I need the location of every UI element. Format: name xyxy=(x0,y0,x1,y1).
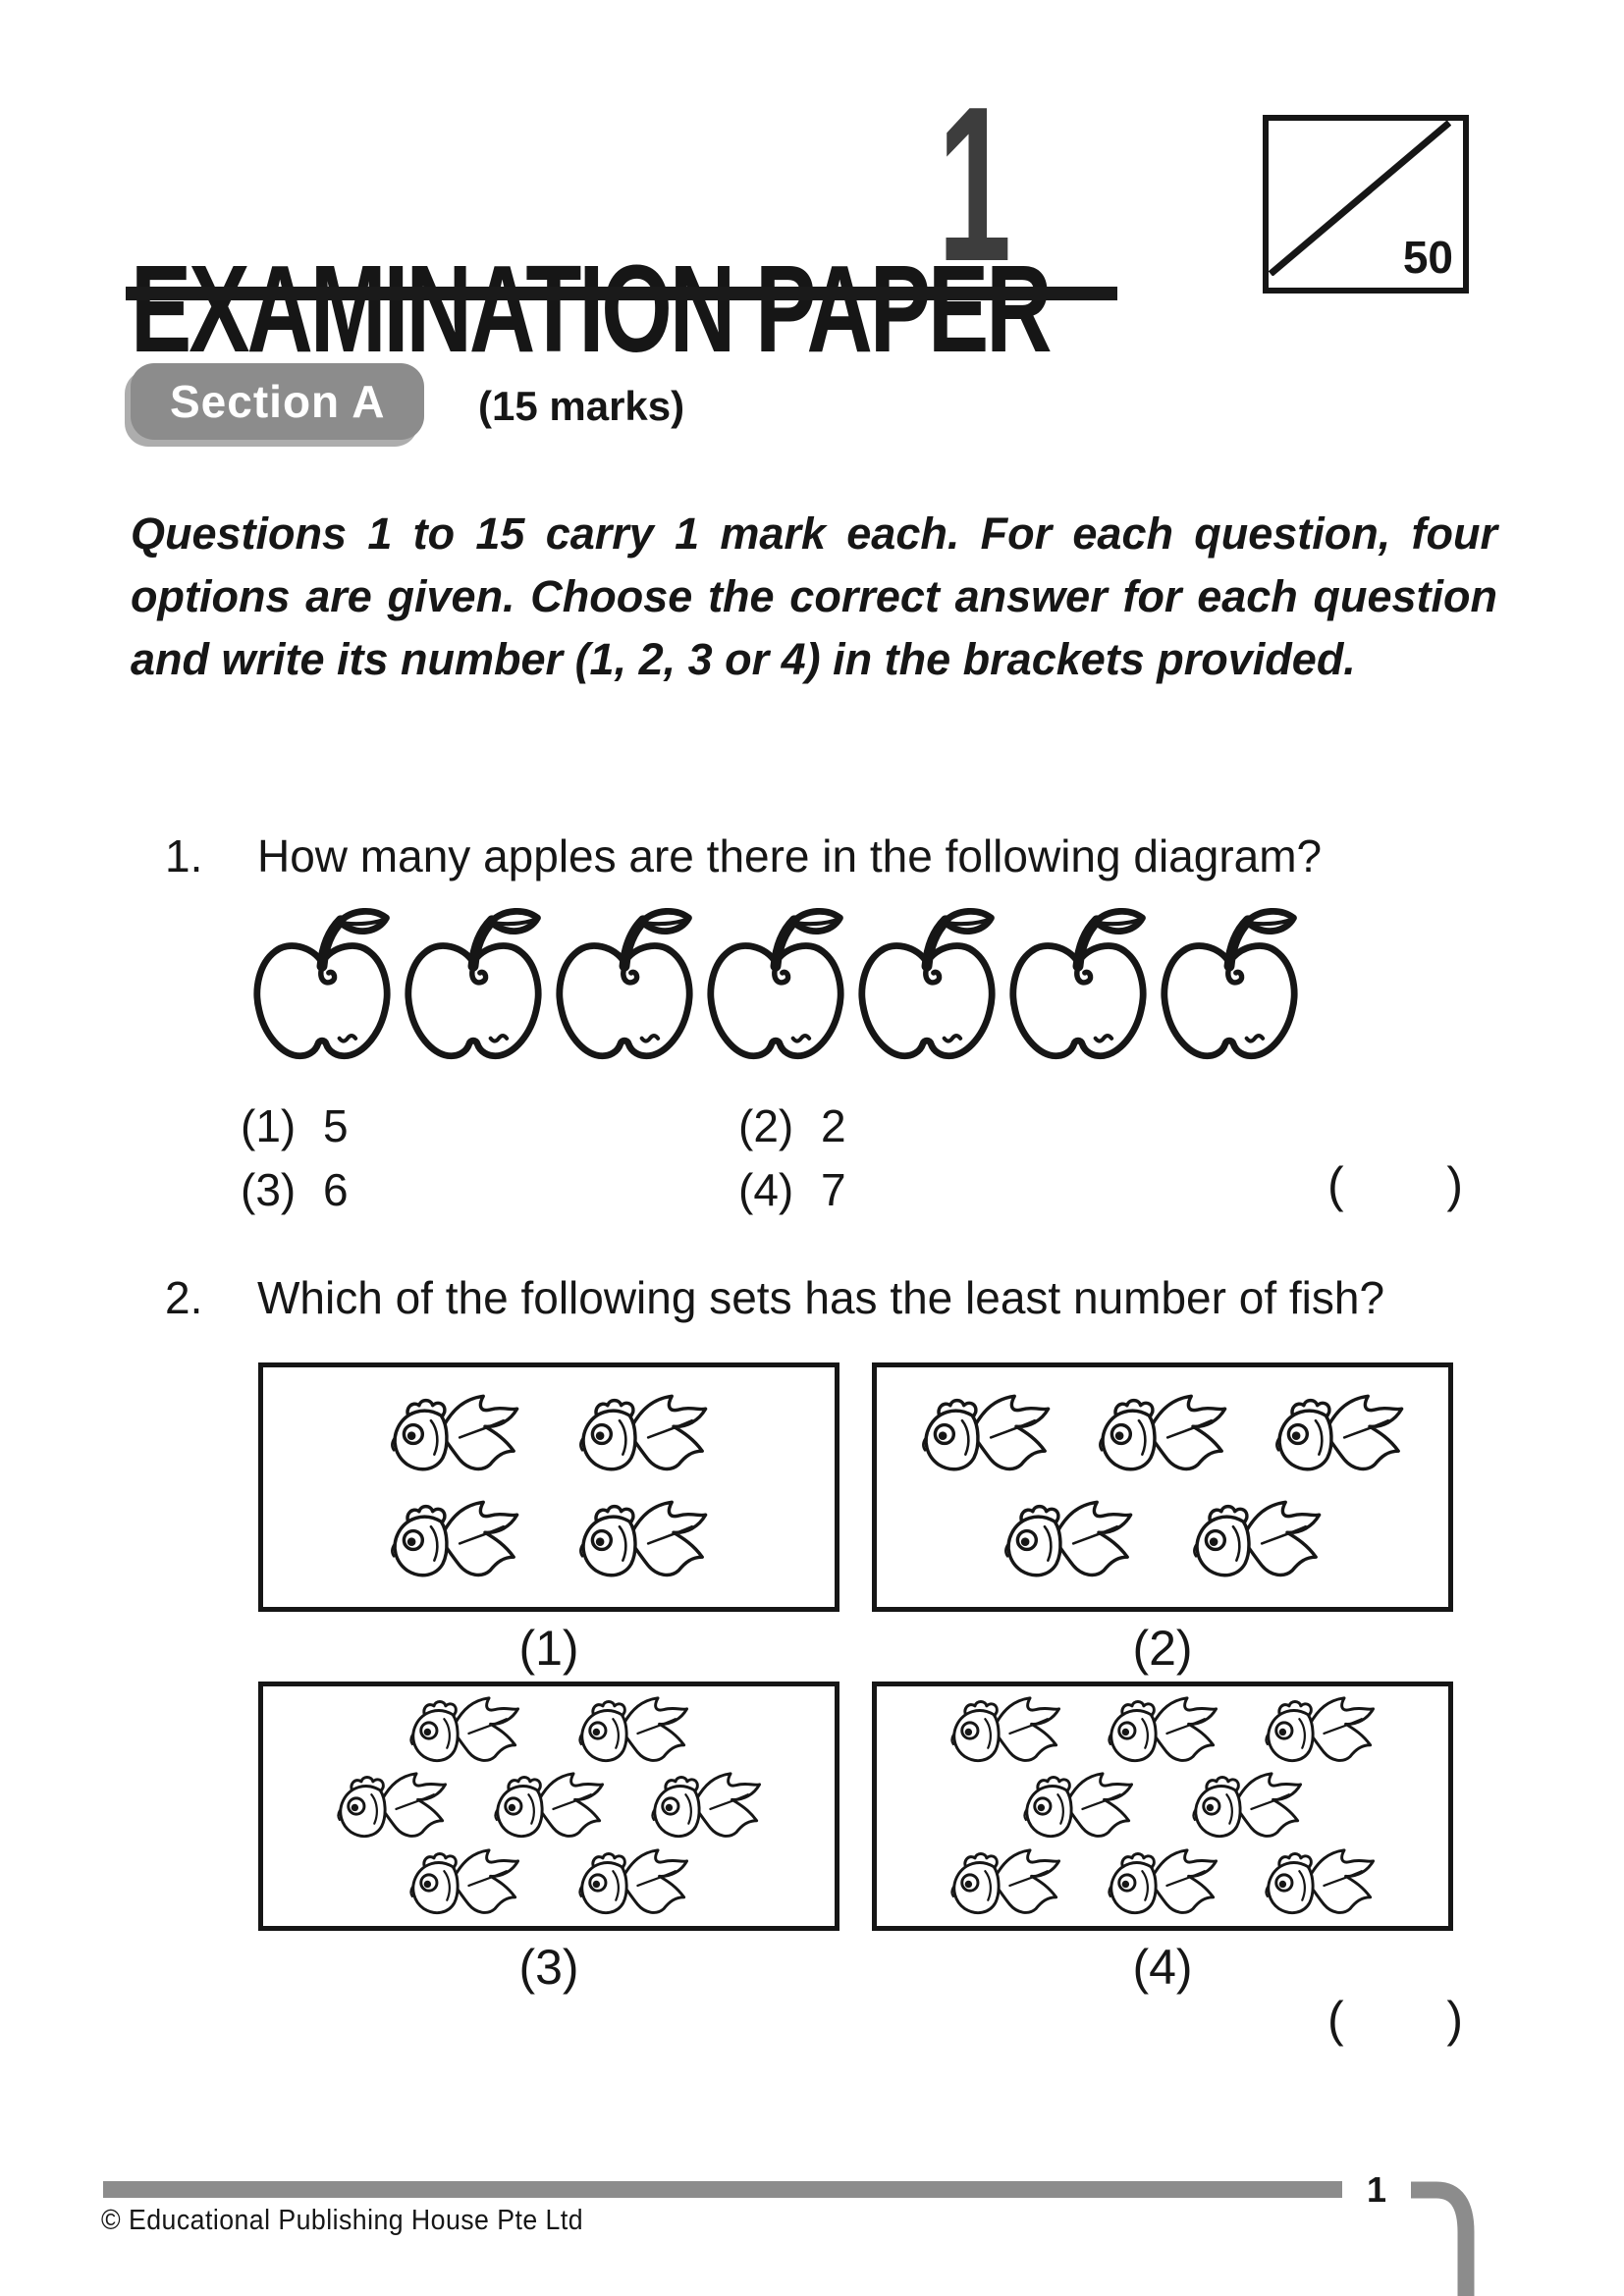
apple-icon xyxy=(1156,903,1303,1072)
option-label: (1) xyxy=(241,1100,297,1151)
apple-icon xyxy=(248,903,396,1072)
fish-set-label-1: (1) xyxy=(518,1621,579,1676)
question-1-answer-bracket: ( ) xyxy=(1327,1156,1463,1213)
score-box: 50 xyxy=(1263,115,1469,294)
question-1-text: How many apples are there in the followi… xyxy=(257,830,1323,881)
option-value: 2 xyxy=(821,1100,846,1151)
fish-icon xyxy=(1105,1694,1220,1767)
apple-icon xyxy=(702,903,849,1072)
fish-icon xyxy=(575,1498,711,1582)
copyright-notice: © Educational Publishing House Pte Ltd xyxy=(101,2205,584,2236)
apple-icon xyxy=(400,903,547,1072)
fish-set-label-4: (4) xyxy=(1132,1940,1193,1995)
fish-row xyxy=(273,1694,825,1767)
fish-icon xyxy=(1189,1498,1325,1582)
option-1: (1) 5 xyxy=(241,1099,349,1152)
fish-icon xyxy=(1189,1770,1305,1842)
fish-icon xyxy=(1095,1392,1230,1476)
fish-set-box-1 xyxy=(258,1362,839,1612)
option-value: 7 xyxy=(821,1164,846,1215)
fish-icon xyxy=(1262,1694,1378,1767)
option-value: 6 xyxy=(323,1164,349,1215)
option-label: (3) xyxy=(241,1164,297,1215)
fish-row xyxy=(887,1392,1438,1476)
bracket-close: ) xyxy=(1446,1157,1463,1212)
section-badge: Section A xyxy=(131,363,425,440)
fish-row xyxy=(887,1846,1438,1919)
fish-row xyxy=(887,1694,1438,1767)
fish-row xyxy=(273,1498,825,1582)
fish-row xyxy=(887,1498,1438,1582)
score-total: 50 xyxy=(1402,232,1453,283)
apple-icon xyxy=(853,903,1001,1072)
fish-icon xyxy=(406,1694,522,1767)
fish-row xyxy=(273,1846,825,1919)
fish-icon xyxy=(947,1694,1063,1767)
option-value: 5 xyxy=(323,1100,349,1151)
option-label: (2) xyxy=(738,1100,794,1151)
corner-elbow-icon xyxy=(1411,2181,1475,2296)
question-2-number: 2. xyxy=(165,1272,203,1323)
page-number: 1 xyxy=(1367,2169,1387,2210)
fish-icon xyxy=(918,1392,1054,1476)
fish-icon xyxy=(387,1498,522,1582)
section-marks: (15 marks) xyxy=(478,383,685,429)
section-instructions: Questions 1 to 15 carry 1 mark each. For… xyxy=(131,508,1497,684)
fish-icon xyxy=(575,1846,691,1919)
fish-set-box-4 xyxy=(872,1682,1453,1931)
fish-icon xyxy=(1020,1770,1136,1842)
fish-icon xyxy=(1262,1846,1378,1919)
bracket-open: ( xyxy=(1327,1992,1344,2047)
apple-icon xyxy=(551,903,698,1072)
fish-icon xyxy=(1272,1392,1407,1476)
paper-number: 1 xyxy=(938,60,1012,307)
question-2-answer-bracket: ( ) xyxy=(1327,1991,1463,2048)
fish-set-label-2: (2) xyxy=(1132,1621,1193,1676)
bracket-close: ) xyxy=(1446,1992,1463,2047)
question-2-text: Which of the following sets has the leas… xyxy=(257,1272,1385,1323)
fish-icon xyxy=(575,1694,691,1767)
fish-icon xyxy=(947,1846,1063,1919)
fish-icon xyxy=(1105,1846,1220,1919)
page-title: EXAMINATION PAPER xyxy=(131,240,1053,379)
question-1-number: 1. xyxy=(165,830,203,881)
title-underline xyxy=(126,287,1117,300)
fish-row xyxy=(273,1392,825,1476)
option-4: (4) 7 xyxy=(738,1163,846,1216)
apples-diagram xyxy=(248,903,1303,1072)
fish-icon xyxy=(648,1770,764,1842)
fish-icon xyxy=(1001,1498,1136,1582)
option-label: (4) xyxy=(738,1164,794,1215)
fish-icon xyxy=(575,1392,711,1476)
diagonal-slash-icon xyxy=(1269,121,1451,276)
footer-bar xyxy=(103,2181,1342,2198)
bracket-open: ( xyxy=(1327,1157,1344,1212)
option-3: (3) 6 xyxy=(241,1163,349,1216)
fish-icon xyxy=(334,1770,450,1842)
fish-set-box-2 xyxy=(872,1362,1453,1612)
fish-icon xyxy=(406,1846,522,1919)
fish-row xyxy=(887,1770,1438,1842)
option-2: (2) 2 xyxy=(738,1099,846,1152)
fish-icon xyxy=(491,1770,607,1842)
fish-set-box-3 xyxy=(258,1682,839,1931)
apple-icon xyxy=(1004,903,1152,1072)
fish-set-label-3: (3) xyxy=(518,1940,579,1995)
fish-icon xyxy=(387,1392,522,1476)
fish-row xyxy=(273,1770,825,1842)
